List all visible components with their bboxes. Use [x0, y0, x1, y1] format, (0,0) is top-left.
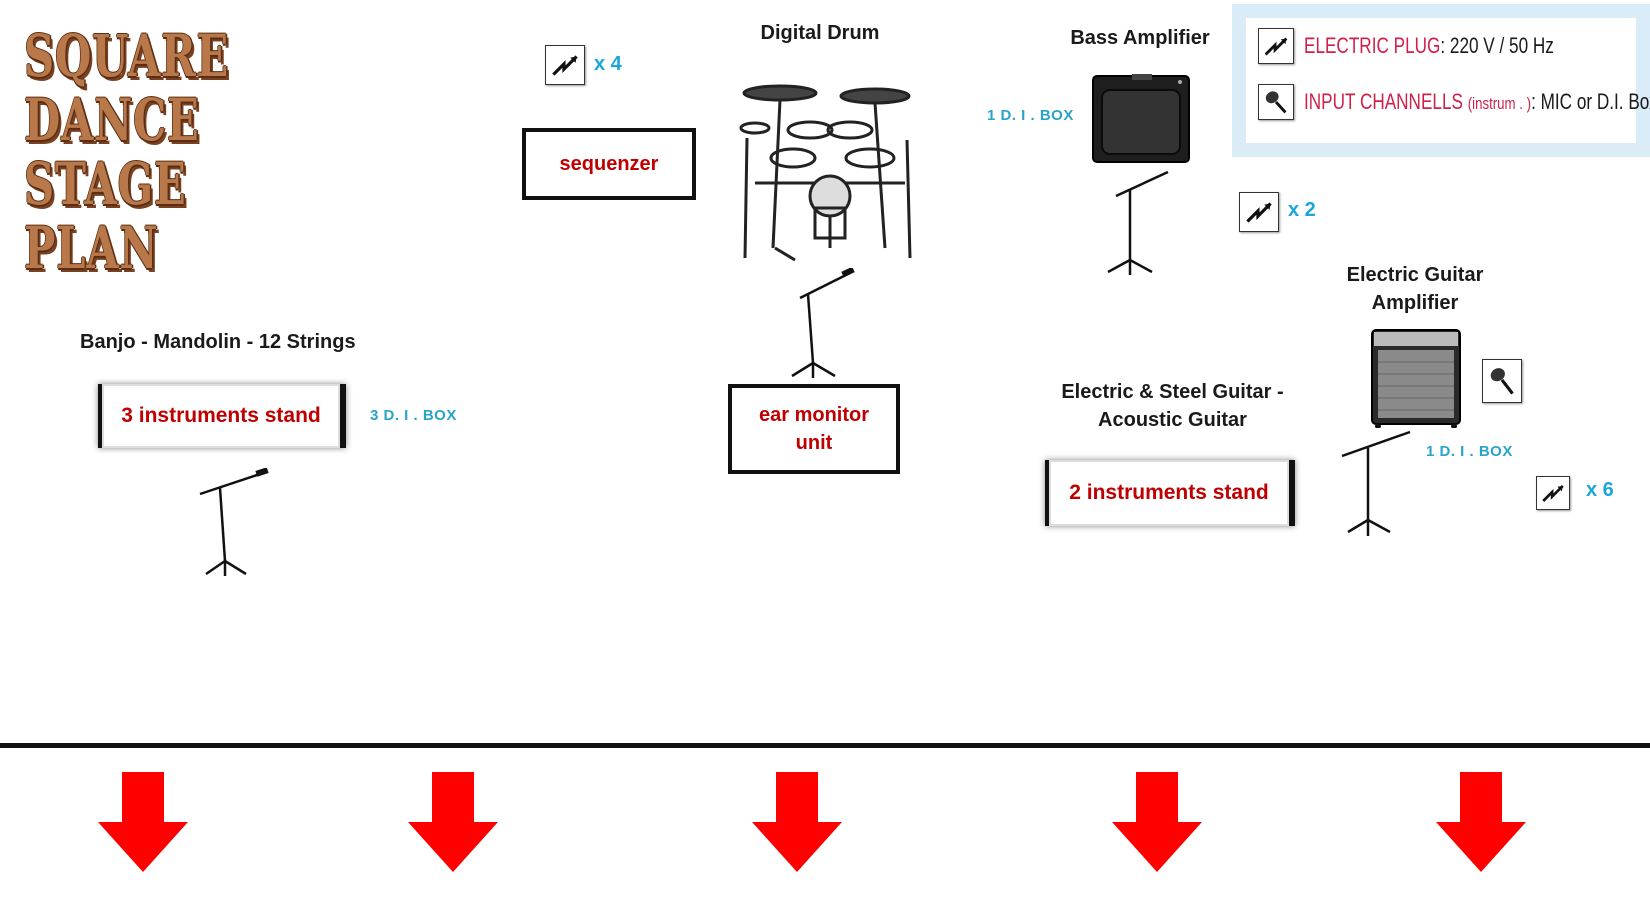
guitar-amp-di-box: 1 D. I . BOX	[1426, 443, 1513, 460]
audience-arrow-icon	[98, 772, 188, 872]
legend-input-row: INPUT CHANNELLS (instrum . ): MIC or D.I…	[1258, 84, 1650, 120]
plug-icon	[545, 45, 585, 85]
legend-input-text: INPUT CHANNELLS (instrum . ): MIC or D.I…	[1304, 89, 1650, 114]
plug-icon	[1239, 192, 1279, 232]
mic-stand-icon	[199, 468, 269, 576]
page-title: SQUARE DANCE STAGE PLAN	[24, 24, 326, 280]
guitar-label-line-1: Electric & Steel Guitar -	[1061, 381, 1284, 403]
microphone-icon	[1482, 359, 1522, 403]
plug-icon	[1258, 28, 1294, 64]
ear-monitor-line-2: unit	[795, 432, 833, 454]
plug-icon	[1536, 476, 1570, 510]
guitar-amp-label-line-1: Electric Guitar	[1346, 264, 1484, 286]
audience-arrow-icon	[1436, 772, 1526, 872]
legend-plug-row: ELECTRIC PLUG: 220 V / 50 Hz	[1258, 28, 1624, 64]
microphone-icon	[1258, 84, 1294, 120]
bass-plug-count: x 2	[1288, 199, 1316, 221]
amplifier-icon	[1092, 74, 1190, 163]
ear-monitor-line-1: ear monitor	[758, 404, 870, 426]
sequencer-box: sequenzer	[522, 128, 696, 200]
amplifier-icon	[1371, 329, 1461, 428]
guitar-amp-label-line-2: Amplifier	[1371, 292, 1459, 314]
audience-arrow-icon	[1112, 772, 1202, 872]
title-line-2: STAGE PLAN	[24, 150, 187, 282]
banjo-di-box: 3 D. I . BOX	[370, 407, 457, 424]
drum-label: Digital Drum	[760, 22, 880, 44]
guitar-instrument-stand: 2 instruments stand	[1045, 460, 1295, 526]
legend-plug-text: ELECTRIC PLUG: 220 V / 50 Hz	[1304, 33, 1554, 58]
legend-panel: ELECTRIC PLUG: 220 V / 50 Hz INPUT CHANN…	[1232, 4, 1650, 157]
drum-plug-count: x 4	[594, 53, 622, 75]
title-line-1: SQUARE DANCE	[24, 22, 229, 154]
banjo-instrument-stand: 3 instruments stand	[98, 384, 346, 448]
ear-monitor-box: ear monitor unit	[728, 384, 900, 474]
banjo-label: Banjo - Mandolin - 12 Strings	[80, 331, 356, 353]
mic-stand-icon	[1341, 430, 1411, 536]
stage-front-line	[0, 743, 1650, 748]
drum-kit-icon	[739, 84, 912, 262]
bass-di-box: 1 D. I . BOX	[987, 107, 1074, 124]
mic-stand-icon	[791, 268, 855, 378]
guitar-label-line-2: Acoustic Guitar	[1098, 409, 1247, 431]
guitar-amp-label: Electric Guitar Amplifier	[1330, 261, 1500, 317]
mic-stand-icon	[1107, 170, 1169, 275]
audience-arrow-icon	[408, 772, 498, 872]
guitar-amp-plug-count: x 6	[1586, 479, 1614, 501]
guitar-label: Electric & Steel Guitar - Acoustic Guita…	[1040, 378, 1305, 434]
bass-label: Bass Amplifier	[1070, 27, 1210, 49]
audience-arrow-icon	[752, 772, 842, 872]
